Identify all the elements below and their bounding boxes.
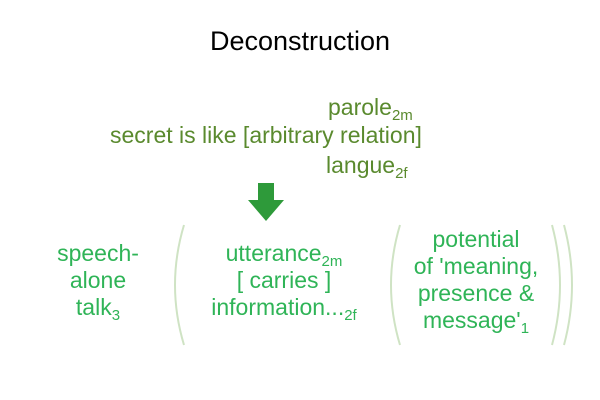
down-arrow-icon	[248, 183, 284, 221]
right-paren-inner	[551, 224, 561, 346]
utterance-block: utterance2m [ carries ] information...2f	[211, 240, 357, 324]
page-title: Deconstruction	[209, 26, 391, 56]
left-paren-outer	[174, 224, 185, 346]
left-paren-inner	[390, 224, 401, 346]
speech-alone-talk: speech- alone talk3	[57, 240, 139, 324]
potential-block: potential of 'meaning, presence & messag…	[413, 226, 539, 337]
secret-line: secret is like [arbitrary relation]	[110, 122, 422, 148]
parole-label: parole2m	[328, 94, 413, 124]
langue-label: langue2f	[326, 152, 408, 182]
right-paren-outer	[563, 224, 573, 346]
